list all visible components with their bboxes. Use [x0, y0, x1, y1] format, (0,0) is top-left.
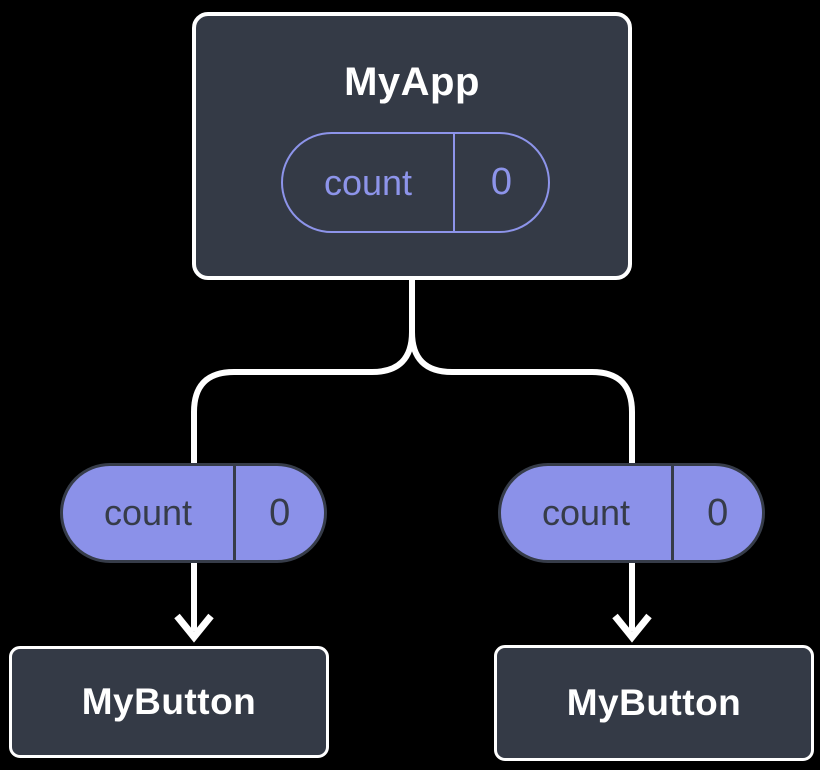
pill-divider	[671, 466, 674, 560]
myapp-node: MyApp count 0	[192, 12, 632, 280]
pill-divider	[233, 466, 236, 560]
state-name: count	[323, 161, 413, 203]
state-pill: count 0	[281, 132, 550, 233]
arrow-down-icon	[174, 613, 214, 643]
prop-value: 0	[707, 491, 729, 534]
prop-value: 0	[269, 491, 291, 534]
connector-left-line	[191, 276, 415, 631]
myapp-title: MyApp	[344, 60, 480, 104]
pill-divider	[453, 134, 455, 231]
arrow-down-icon	[612, 613, 652, 643]
state-value: 0	[490, 161, 513, 203]
connector-right-line	[409, 276, 635, 631]
mybutton-node-right: MyButton	[494, 645, 814, 761]
prop-name: count	[103, 492, 193, 533]
prop-pill-left: count 0	[60, 463, 327, 563]
prop-name: count	[541, 492, 631, 533]
prop-pill-right: count 0	[498, 463, 765, 563]
mybutton-node-left: MyButton	[9, 646, 329, 758]
